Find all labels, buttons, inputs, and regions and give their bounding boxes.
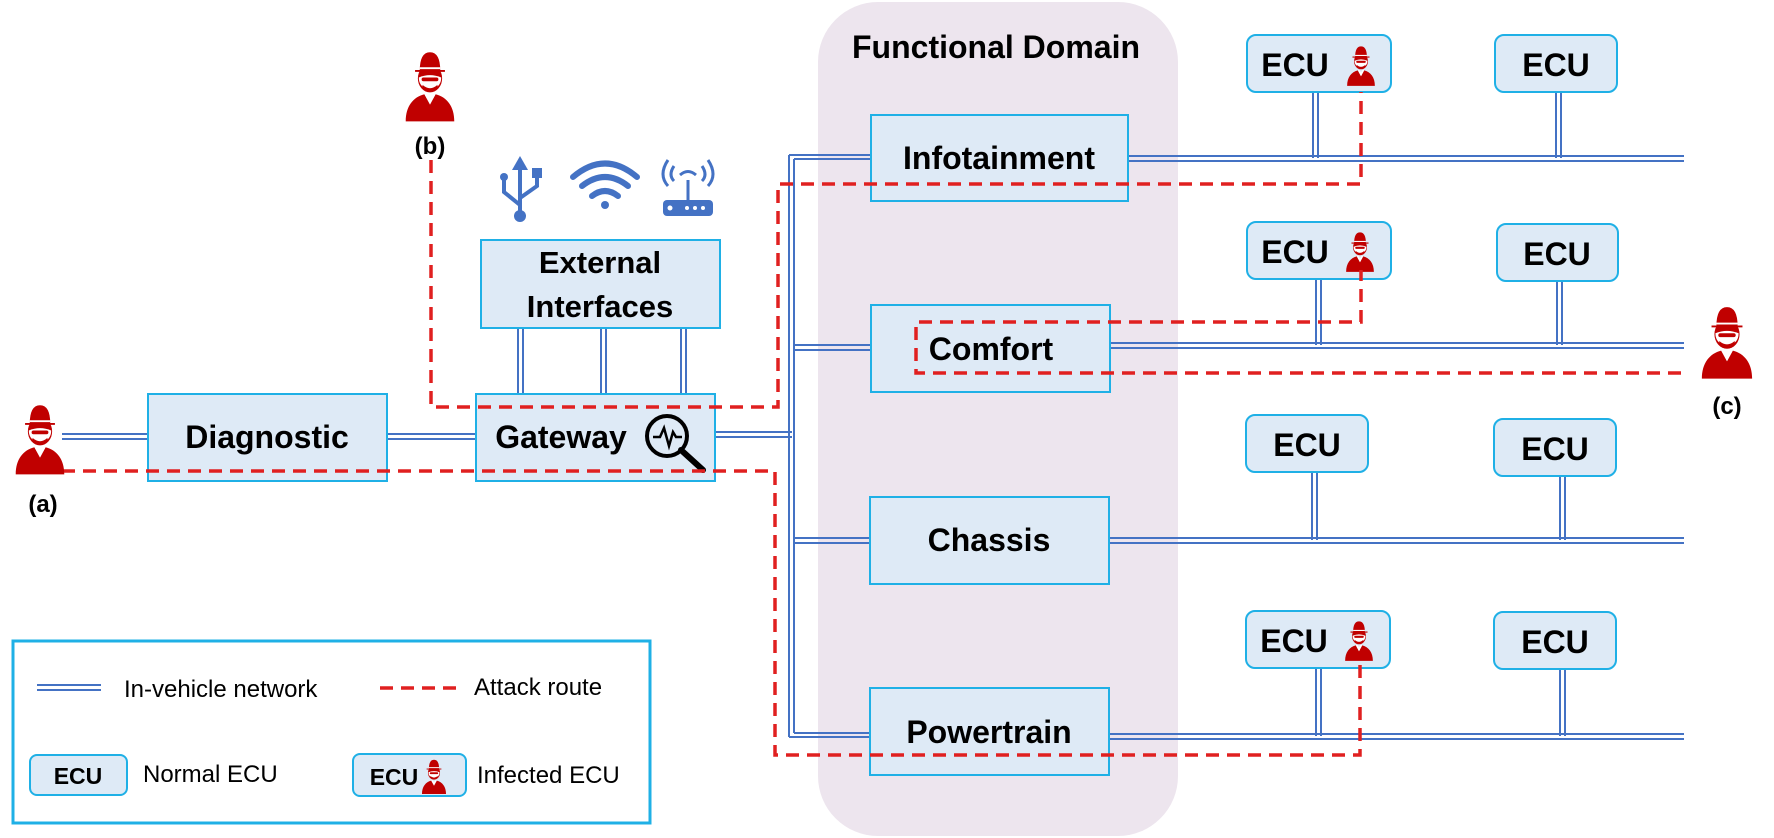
legend-network-label: In-vehicle network (124, 676, 318, 703)
ecu-normal-comfort: ECU (1496, 223, 1619, 282)
legend-infected-label: Infected ECU (477, 762, 620, 789)
monitor-magnifier-icon (645, 414, 706, 473)
legend-attack-label: Attack route (474, 674, 602, 701)
ecu-label: ECU (1261, 234, 1329, 270)
usb-icon (500, 156, 542, 222)
diagnostic-box: Diagnostic (147, 393, 388, 482)
external-interfaces-label-line1: External (539, 245, 661, 280)
attack-route-a (62, 469, 1362, 757)
attack-routes (62, 92, 1681, 757)
legend: In-vehicle network Attack route ECU Norm… (11, 639, 652, 825)
attack-route-c (914, 270, 1681, 375)
ecu-normal-chassis-2: ECU (1493, 418, 1617, 477)
external-interfaces-label-line2: Interfaces (527, 289, 673, 324)
attacker-a-label: (a) (28, 491, 57, 518)
wifi-icon (570, 160, 640, 209)
router-icon (661, 159, 715, 216)
infotainment-box: Infotainment (870, 114, 1129, 202)
hacker-icon (405, 52, 455, 122)
ecu-label: ECU (1521, 431, 1589, 467)
functional-domain-title: Functional Domain (852, 29, 1140, 65)
chassis-box: Chassis (869, 496, 1110, 585)
powertrain-label: Powertrain (906, 714, 1071, 750)
ecu-normal-powertrain: ECU (1493, 611, 1617, 670)
functional-domain-panel (818, 2, 1178, 836)
legend-ecu-sample-label: ECU (54, 763, 103, 789)
ecu-normal-infotainment: ECU (1494, 34, 1618, 93)
ecu-label: ECU (1522, 47, 1590, 83)
hacker-icon (15, 405, 65, 475)
hacker-icon (1701, 307, 1753, 379)
ecu-infected-infotainment: ECU (1246, 34, 1392, 93)
legend-ecu-infected-sample-label: ECU (370, 764, 419, 790)
attacker-c-label: (c) (1712, 393, 1741, 420)
ecu-infected-comfort: ECU (1246, 221, 1392, 280)
ecu-label: ECU (1523, 236, 1591, 272)
comfort-label: Comfort (929, 331, 1054, 367)
attacker-c: (c) (1701, 307, 1753, 420)
ecu-label: ECU (1260, 623, 1328, 659)
gateway-label: Gateway (495, 419, 627, 455)
diagnostic-label: Diagnostic (185, 419, 349, 455)
ecu-normal-chassis-1: ECU (1245, 414, 1369, 473)
ecu-label: ECU (1521, 624, 1589, 660)
network-lines (62, 92, 1684, 740)
ecu-infected-powertrain: ECU (1245, 610, 1391, 669)
ecu-label: ECU (1261, 47, 1329, 83)
infotainment-label: Infotainment (903, 140, 1095, 176)
ecu-label: ECU (1273, 427, 1341, 463)
powertrain-box: Powertrain (869, 687, 1110, 776)
attacker-b-label: (b) (415, 133, 446, 160)
attacker-a: (a) (15, 405, 65, 518)
attacker-b: (b) (405, 52, 455, 160)
chassis-label: Chassis (928, 522, 1051, 558)
attack-route-b (429, 92, 1363, 409)
external-interfaces-box: External Interfaces (480, 239, 721, 329)
comfort-box: Comfort (870, 304, 1111, 393)
legend-normal-label: Normal ECU (143, 761, 278, 788)
